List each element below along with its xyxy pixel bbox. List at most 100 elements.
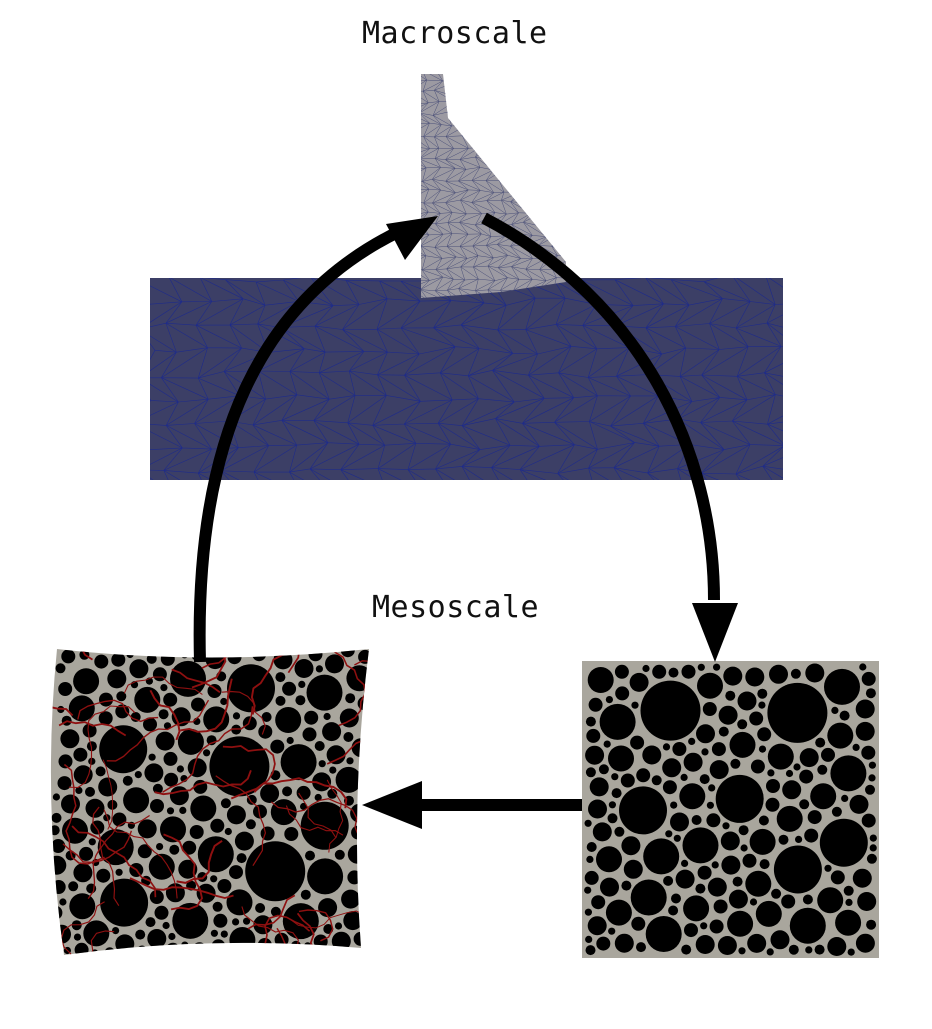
- aggregate: [695, 935, 715, 954]
- aggregate: [158, 709, 169, 720]
- aggregate: [346, 757, 354, 765]
- aggregate: [300, 802, 308, 811]
- aggregate: [673, 834, 681, 842]
- aggregate: [162, 921, 170, 930]
- aggregate: [291, 940, 301, 951]
- aggregate: [73, 933, 82, 941]
- aggregate: [51, 812, 62, 823]
- aggregate: [672, 742, 687, 756]
- aggregate: [722, 822, 730, 830]
- crack-path: [58, 720, 127, 737]
- aggregate: [86, 741, 97, 752]
- aggregate: [210, 875, 218, 883]
- aggregate: [821, 747, 835, 762]
- aggregate: [758, 701, 766, 709]
- aggregate-particles: [584, 663, 877, 956]
- aggregate: [68, 695, 95, 722]
- aggregate: [629, 672, 649, 692]
- aggregate: [130, 712, 141, 722]
- aggregate: [636, 942, 646, 953]
- aggregate: [596, 846, 622, 873]
- aggregate: [807, 810, 822, 825]
- crack-path: [60, 901, 115, 955]
- aggregate: [351, 825, 366, 840]
- aggregate: [725, 690, 736, 701]
- aggregate: [599, 703, 636, 740]
- crack-path: [71, 825, 157, 898]
- aggregate: [815, 737, 826, 748]
- aggregate: [51, 944, 61, 955]
- macroscale-label: Macroscale: [362, 16, 548, 51]
- crack-path: [221, 690, 266, 735]
- crack-path: [79, 649, 156, 661]
- aggregate: [313, 934, 328, 949]
- aggregate: [696, 724, 715, 744]
- aggregate: [69, 893, 96, 920]
- aggregate: [605, 899, 632, 926]
- aggregate: [229, 927, 256, 953]
- aggregate: [191, 697, 205, 712]
- aggregate: [343, 732, 354, 742]
- crack-path: [87, 806, 102, 899]
- aggregate: [211, 939, 226, 954]
- aggregate: [737, 691, 757, 711]
- downscaling-arrow-head: [692, 603, 738, 662]
- aggregate: [280, 744, 317, 781]
- aggregate: [781, 894, 796, 909]
- aggregate: [347, 844, 367, 864]
- aggregate: [839, 710, 850, 721]
- aggregate: [681, 859, 689, 868]
- aggregate: [619, 786, 667, 835]
- aggregate: [805, 663, 825, 683]
- aggregate: [282, 681, 297, 696]
- aggregate: [749, 898, 758, 906]
- mesoscale-label: Mesoscale: [372, 590, 540, 625]
- aggregate: [112, 927, 120, 935]
- aggregate: [126, 650, 134, 659]
- aggregate: [759, 859, 770, 870]
- aggregate: [160, 651, 175, 666]
- arrow-upscaling-icon: [193, 216, 438, 663]
- aggregate: [682, 827, 719, 864]
- crack-path: [68, 705, 136, 789]
- aggregate: [57, 776, 72, 791]
- aggregate: [189, 825, 204, 839]
- aggregate: [178, 859, 198, 879]
- aggregate: [585, 767, 596, 778]
- aggregate: [745, 667, 765, 687]
- aggregate: [322, 722, 342, 742]
- aggregate: [100, 878, 149, 927]
- aggregate: [865, 784, 875, 795]
- aggregate: [270, 799, 297, 826]
- aggregate: [586, 842, 597, 852]
- aggregate: [782, 780, 802, 800]
- crack-path: [85, 930, 115, 955]
- aggregate: [137, 945, 148, 955]
- aggregate: [362, 713, 370, 721]
- aggregate: [663, 875, 674, 886]
- aggregate: [315, 665, 323, 673]
- aggregate: [723, 666, 743, 686]
- aggregate: [588, 697, 603, 712]
- aggregate: [187, 758, 207, 778]
- aggregate: [220, 798, 231, 809]
- aggregate: [708, 784, 716, 792]
- aggregate: [718, 705, 738, 725]
- aggregate: [699, 774, 710, 785]
- aggregate: [861, 813, 876, 828]
- aggregate: [855, 721, 875, 741]
- crack-path: [222, 745, 276, 793]
- aggregate: [729, 731, 756, 758]
- aggregate: [300, 889, 311, 900]
- aggregate: [702, 702, 717, 716]
- aggregate: [630, 735, 645, 750]
- aggregate: [75, 786, 83, 795]
- aggregate: [149, 890, 164, 904]
- aggregate: [59, 898, 67, 906]
- aggregate: [327, 788, 338, 799]
- aggregate: [757, 727, 772, 742]
- aggregate: [793, 763, 801, 771]
- aggregate: [245, 841, 306, 902]
- aggregate: [145, 917, 156, 928]
